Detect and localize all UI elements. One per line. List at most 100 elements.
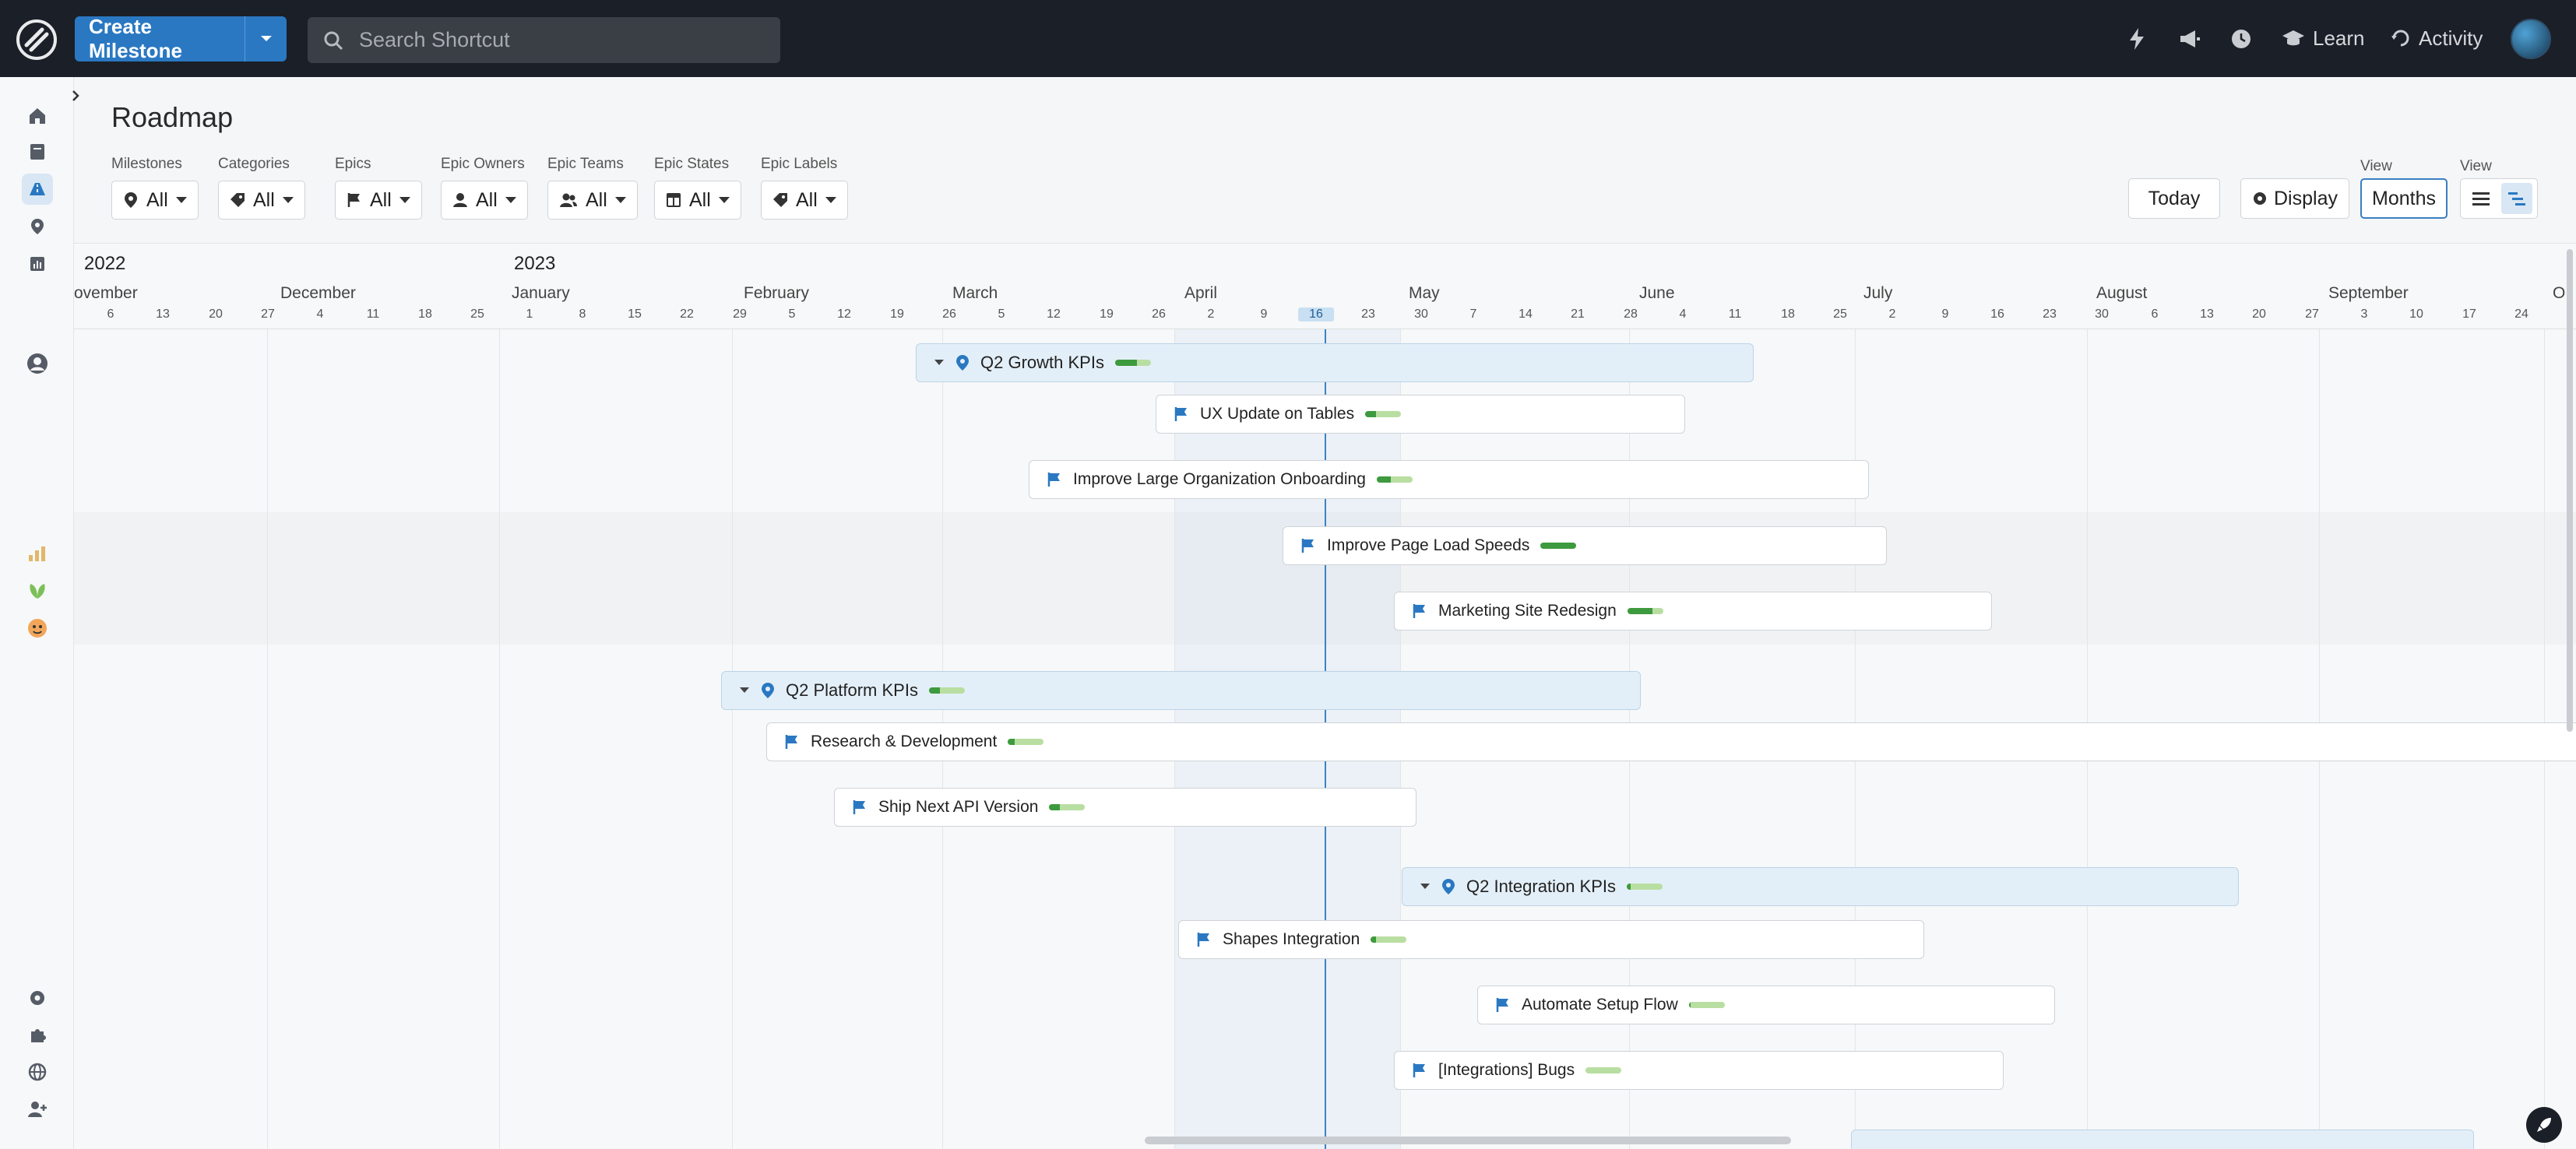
day-tick-label: 16 — [1298, 307, 1334, 322]
filter-label: Categories — [218, 156, 290, 172]
day-tick-label: 24 — [2514, 307, 2528, 321]
create-options-button[interactable] — [245, 16, 287, 61]
day-tick-label: 30 — [2095, 307, 2109, 321]
day-tick-label: 19 — [1100, 307, 1114, 321]
user-avatar[interactable] — [2511, 19, 2551, 59]
day-tick-label: 10 — [2409, 307, 2423, 321]
vertical-scrollbar[interactable] — [2567, 249, 2573, 732]
milestone-bar[interactable]: Q2 Growth KPIs — [916, 343, 1754, 382]
epic-flag-icon — [1301, 539, 1314, 553]
day-tick-label: 7 — [1469, 307, 1477, 321]
milestone-bar[interactable]: Q2 Platform KPIs — [721, 671, 1641, 710]
day-tick-label: 19 — [890, 307, 904, 321]
collapse-caret-icon[interactable] — [934, 359, 945, 367]
sidebar-expand-icon[interactable] — [65, 86, 86, 106]
epic-bar[interactable]: [Integrations] Bugs — [1394, 1051, 2004, 1090]
month-label: O — [2553, 284, 2566, 302]
quick-action-rocket-icon[interactable] — [2526, 1107, 2562, 1143]
filter-categories: Categories All — [218, 156, 305, 220]
progress-bar — [1585, 1067, 1622, 1073]
day-tick-label: 6 — [2151, 307, 2159, 321]
filter-epic-labels-dropdown[interactable]: All — [761, 181, 848, 220]
create-milestone-group: Create Milestone — [75, 15, 287, 62]
epic-bar[interactable]: Improve Large Organization Onboarding — [1029, 460, 1869, 499]
lightning-icon[interactable] — [2121, 23, 2152, 54]
day-tick-label: 12 — [837, 307, 851, 321]
months-view-dropdown[interactable]: Months — [2360, 178, 2448, 219]
day-tick-label: 13 — [156, 307, 170, 321]
globe-icon[interactable] — [22, 1056, 53, 1088]
location-pin-icon[interactable] — [22, 211, 53, 242]
workspace-avatar-icon[interactable] — [22, 613, 53, 644]
list-view-icon[interactable] — [2465, 183, 2497, 214]
shortcut-logo-icon[interactable] — [16, 19, 58, 61]
progress-fill — [1008, 739, 1015, 745]
day-tick-label: 17 — [2462, 307, 2476, 321]
timeline-view-icon[interactable] — [2501, 183, 2532, 214]
horizontal-scrollbar[interactable] — [1145, 1137, 1791, 1144]
month-label: April — [1184, 284, 1218, 302]
milestone-bar[interactable]: Q2 Integration KPIs — [1402, 867, 2239, 906]
year-label: 2023 — [514, 253, 556, 274]
epic-bar[interactable]: Shapes Integration — [1178, 920, 1924, 959]
day-tick-label: 21 — [1571, 307, 1585, 321]
teams-icon[interactable] — [22, 348, 53, 379]
workspace-leaf-icon[interactable] — [22, 575, 53, 606]
top-bar: Create Milestone Learn Activity — [0, 0, 2576, 77]
filter-epic-teams: Epic Teams All — [547, 156, 638, 220]
workspace-chart-icon[interactable] — [22, 538, 53, 569]
filter-label: Epic States — [654, 156, 730, 172]
home-icon[interactable] — [22, 100, 53, 132]
timeline-header: 2022 2023 ovember December January Febru… — [74, 244, 2576, 329]
megaphone-icon[interactable] — [2174, 23, 2205, 54]
day-tick-label: 20 — [2252, 307, 2266, 321]
create-milestone-button[interactable]: Create Milestone — [89, 15, 182, 62]
integrations-puzzle-icon[interactable] — [22, 1019, 53, 1050]
collapse-caret-icon[interactable] — [1420, 883, 1431, 891]
search-bar[interactable] — [308, 17, 780, 63]
filter-milestones-dropdown[interactable]: All — [111, 181, 199, 220]
filter-epics-dropdown[interactable]: All — [335, 181, 422, 220]
month-label: August — [2096, 284, 2148, 302]
epic-bar[interactable]: Research & Development — [766, 722, 2576, 761]
filter-epic-owners-dropdown[interactable]: All — [441, 181, 528, 220]
progress-fill — [1371, 936, 1377, 943]
roadmap-icon[interactable] — [22, 174, 53, 205]
learn-link[interactable]: Learn — [2282, 22, 2365, 54]
month-label: July — [1863, 284, 1893, 302]
epic-flag-icon — [1047, 473, 1060, 487]
progress-bar — [1627, 608, 1663, 614]
invite-user-icon[interactable] — [22, 1094, 53, 1125]
activity-link[interactable]: Activity — [2391, 22, 2483, 54]
stories-icon[interactable] — [22, 136, 53, 167]
today-button[interactable]: Today — [2128, 178, 2220, 219]
clock-icon[interactable] — [2226, 23, 2257, 54]
epic-bar[interactable]: Ship Next API Version — [834, 788, 1416, 827]
filter-value: All — [146, 188, 168, 211]
day-tick-label: 11 — [366, 307, 380, 321]
filter-label: Epic Labels — [761, 156, 838, 172]
month-label: March — [952, 284, 998, 302]
collapse-caret-icon[interactable] — [739, 687, 750, 694]
display-label: Display — [2274, 187, 2338, 209]
day-tick-label: 5 — [998, 307, 1005, 321]
display-button[interactable]: Display — [2240, 178, 2349, 219]
filter-categories-dropdown[interactable]: All — [218, 181, 305, 220]
sidebar — [0, 77, 74, 1149]
progress-bar — [1049, 804, 1086, 810]
settings-gear-icon[interactable] — [22, 982, 53, 1014]
filter-epic-teams-dropdown[interactable]: All — [547, 181, 638, 220]
epic-bar[interactable]: UX Update on Tables — [1156, 395, 1685, 434]
epic-bar[interactable]: Marketing Site Redesign — [1394, 592, 1992, 631]
milestone-pin-icon — [762, 683, 774, 698]
progress-fill — [1540, 543, 1577, 549]
epic-bar[interactable]: Automate Setup Flow — [1477, 986, 2055, 1024]
page-title: Roadmap — [111, 101, 234, 133]
milestone-bar-partial[interactable] — [1851, 1130, 2474, 1149]
search-input[interactable] — [359, 28, 764, 52]
reports-icon[interactable] — [22, 248, 53, 279]
epic-bar[interactable]: Improve Page Load Speeds — [1283, 526, 1887, 565]
day-tick-label: 1 — [526, 307, 533, 321]
epic-flag-icon — [1413, 604, 1425, 618]
filter-epic-states-dropdown[interactable]: All — [654, 181, 741, 220]
